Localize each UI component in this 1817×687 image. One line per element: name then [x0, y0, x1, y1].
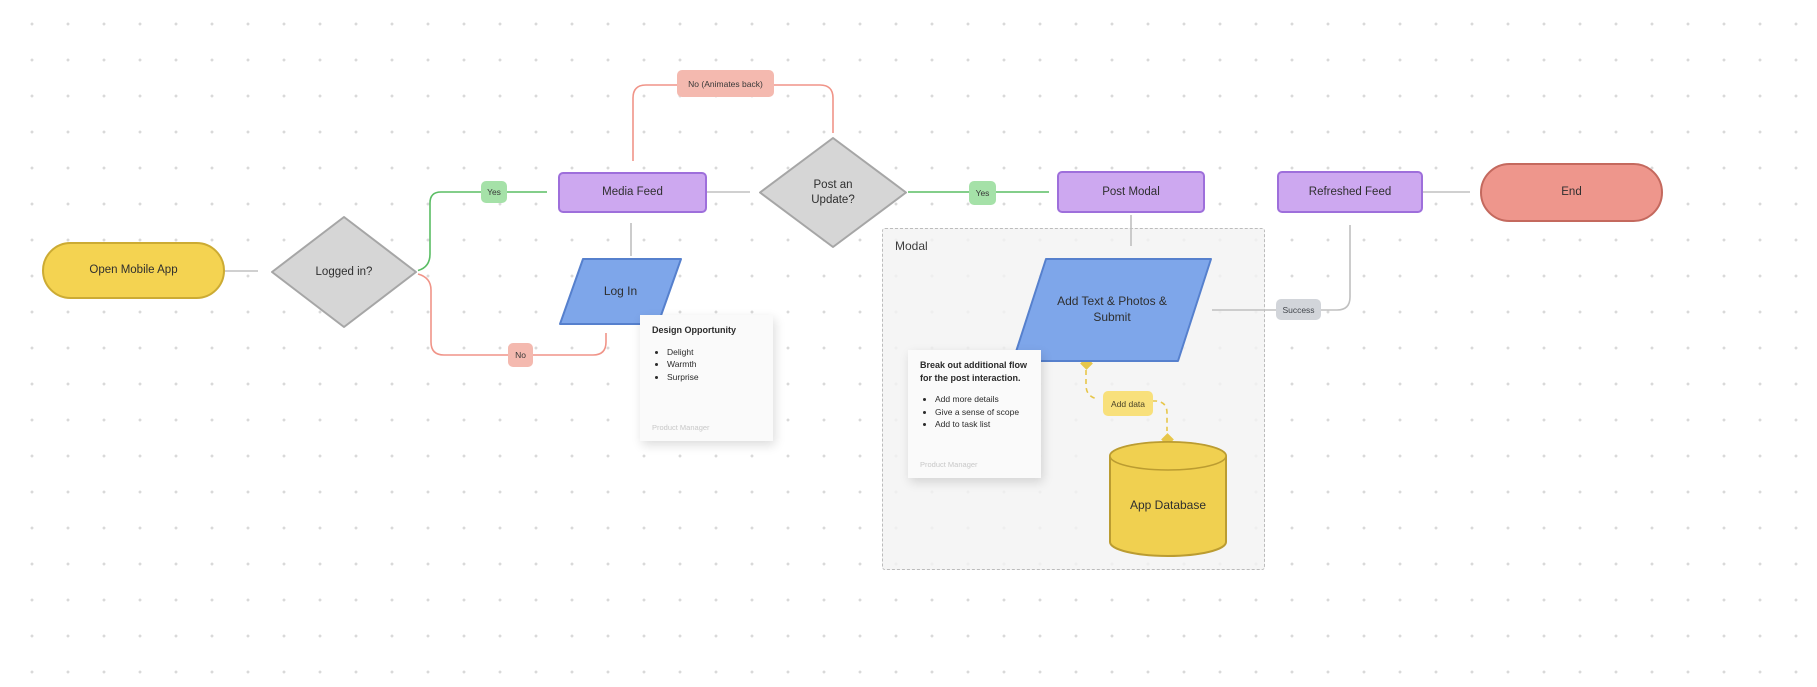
node-label: Log In: [603, 283, 638, 298]
node-label: App Database: [1129, 498, 1207, 512]
note-bullet: Delight: [667, 347, 761, 357]
note-bullet-list: Delight Warmth Surprise: [652, 347, 761, 382]
node-end[interactable]: End: [1480, 163, 1663, 222]
edge-label-yes-post-modal[interactable]: Yes: [969, 181, 996, 205]
parallelogram-shape: [1012, 258, 1212, 362]
edge-label-add-data[interactable]: Add data: [1103, 391, 1153, 416]
node-label: Post Modal: [1102, 185, 1160, 198]
edge-logged-in-yes-to-media-feed[interactable]: [417, 191, 547, 272]
note-bullet: Add to task list: [935, 419, 1029, 429]
edge-label-text: No: [515, 350, 526, 360]
edge-label-text: No (Animates back): [688, 78, 763, 89]
note-bullet: Give a sense of scope: [935, 407, 1029, 417]
node-post-an-update[interactable]: Post an Update?: [758, 136, 908, 249]
sticky-note-design-opportunity[interactable]: Design Opportunity Delight Warmth Surpri…: [640, 315, 773, 441]
edge-add-text-to-add-data[interactable]: [1085, 370, 1099, 400]
node-label: Add Text & Photos & Submit: [1057, 294, 1167, 324]
cylinder-shape: [1109, 441, 1227, 557]
edge-label-no-animates-back[interactable]: No (Animates back): [677, 70, 774, 97]
node-open-mobile-app[interactable]: Open Mobile App: [42, 242, 225, 299]
diamond-shape: [271, 216, 417, 328]
node-refreshed-feed[interactable]: Refreshed Feed: [1277, 171, 1423, 213]
edge-label-text: Yes: [975, 188, 990, 198]
note-title: Break out additional flow for the post i…: [920, 360, 1028, 383]
diamond-shape: [759, 137, 907, 248]
node-post-modal[interactable]: Post Modal: [1057, 171, 1205, 213]
node-label: Logged in?: [315, 265, 373, 278]
note-bullet: Add more details: [935, 394, 1029, 404]
node-label: Post an Update?: [811, 178, 855, 206]
node-label: Media Feed: [602, 186, 663, 199]
edge-label-text: Add data: [1110, 398, 1146, 409]
node-app-database[interactable]: App Database: [1108, 440, 1228, 558]
edge-label-yes-media-feed[interactable]: Yes: [481, 181, 507, 203]
note-title: Design Opportunity: [652, 325, 736, 335]
node-media-feed[interactable]: Media Feed: [558, 172, 707, 213]
edge-logged-in-no-to-log-in[interactable]: [417, 273, 607, 356]
edge-label-no-log-in[interactable]: No: [508, 343, 533, 367]
sticky-note-break-out-flow[interactable]: Break out additional flow for the post i…: [908, 350, 1041, 478]
node-logged-in[interactable]: Logged in?: [270, 215, 418, 329]
node-label: Open Mobile App: [89, 264, 178, 277]
edge-label-text: Success: [1282, 304, 1315, 315]
node-label: End: [1561, 186, 1582, 199]
node-add-text-photos-submit[interactable]: Add Text & Photos & Submit: [1012, 258, 1212, 362]
note-bullet-list: Add more details Give a sense of scope A…: [920, 394, 1029, 429]
edge-add-data-to-app-database[interactable]: [1152, 400, 1168, 431]
edge-label-success[interactable]: Success: [1276, 299, 1321, 320]
note-bullet: Warmth: [667, 359, 761, 369]
edge-label-text: Yes: [487, 187, 501, 197]
modal-group-label: Modal: [895, 239, 928, 253]
note-author: Product Manager: [652, 423, 710, 432]
note-author: Product Manager: [920, 460, 978, 469]
note-bullet: Surprise: [667, 372, 761, 382]
node-label: Refreshed Feed: [1308, 185, 1392, 198]
edge-add-text-success-to-refreshed-feed[interactable]: [1212, 225, 1351, 311]
node-log-in[interactable]: Log In: [559, 258, 682, 325]
